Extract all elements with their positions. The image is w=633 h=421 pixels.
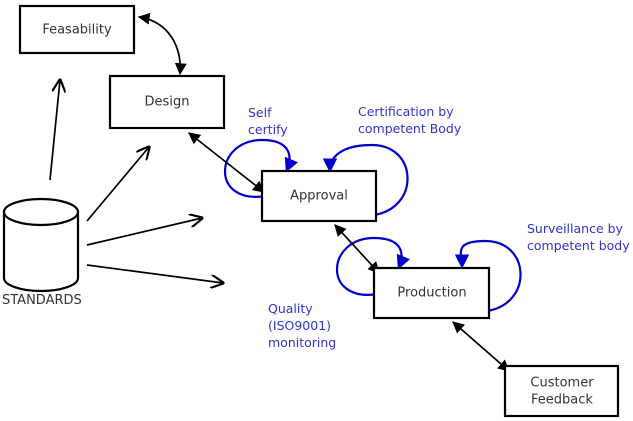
node-production-label: Production (397, 286, 466, 301)
node-customer-feedback[interactable]: Customer Feedback (503, 364, 620, 418)
loop-certification-by-competent-body (322, 143, 409, 217)
node-customer-feedback-label-line2: Feedback (531, 393, 593, 408)
loop-surveillance-by-competent-body (454, 239, 522, 313)
node-approval[interactable]: Approval (260, 169, 378, 223)
connection-standards-to-design (86, 147, 149, 222)
connection-design-to-approval (188, 132, 265, 193)
annotation-certification-line1: Certification by (358, 104, 454, 119)
annotation-surveillance-by-competent-body: Surveillance by competent body (527, 221, 630, 253)
connection-standards-to-feasability (49, 80, 60, 181)
data-store-label: STANDARDS (2, 293, 82, 308)
annotation-quality-line3: monitoring (268, 335, 336, 350)
node-production[interactable]: Production (372, 266, 491, 320)
annotation-quality-iso9001-monitoring: Quality (ISO9001) monitoring (268, 301, 336, 350)
connection-production-to-customer-feedback (452, 321, 510, 372)
connection-standards-to-production-area (86, 264, 223, 283)
annotation-self-certify-line1: Self (248, 105, 272, 120)
annotation-self-certify-line2: certify (248, 122, 288, 137)
annotation-certification-by-competent-body: Certification by competent Body (358, 104, 462, 136)
node-approval-label: Approval (290, 189, 348, 204)
annotation-surveillance-line1: Surveillance by (527, 221, 624, 236)
connection-approval-to-production (334, 224, 380, 274)
node-feasability-label: Feasability (42, 23, 112, 38)
connection-design-to-feasability (137, 12, 187, 76)
annotation-self-certify: Self certify (248, 105, 288, 137)
node-feasability[interactable]: Feasability (18, 4, 136, 55)
annotation-quality-line1: Quality (268, 301, 313, 316)
connection-standards-to-approval-area (86, 218, 202, 246)
data-store-standards[interactable]: STANDARDS (2, 197, 82, 308)
node-design[interactable]: Design (108, 74, 226, 130)
annotation-certification-line2: competent Body (358, 121, 462, 136)
node-customer-feedback-label-line1: Customer (530, 376, 594, 391)
annotation-quality-line2: (ISO9001) (268, 318, 331, 333)
node-design-label: Design (145, 95, 190, 110)
annotation-surveillance-line2: competent body (527, 238, 630, 253)
